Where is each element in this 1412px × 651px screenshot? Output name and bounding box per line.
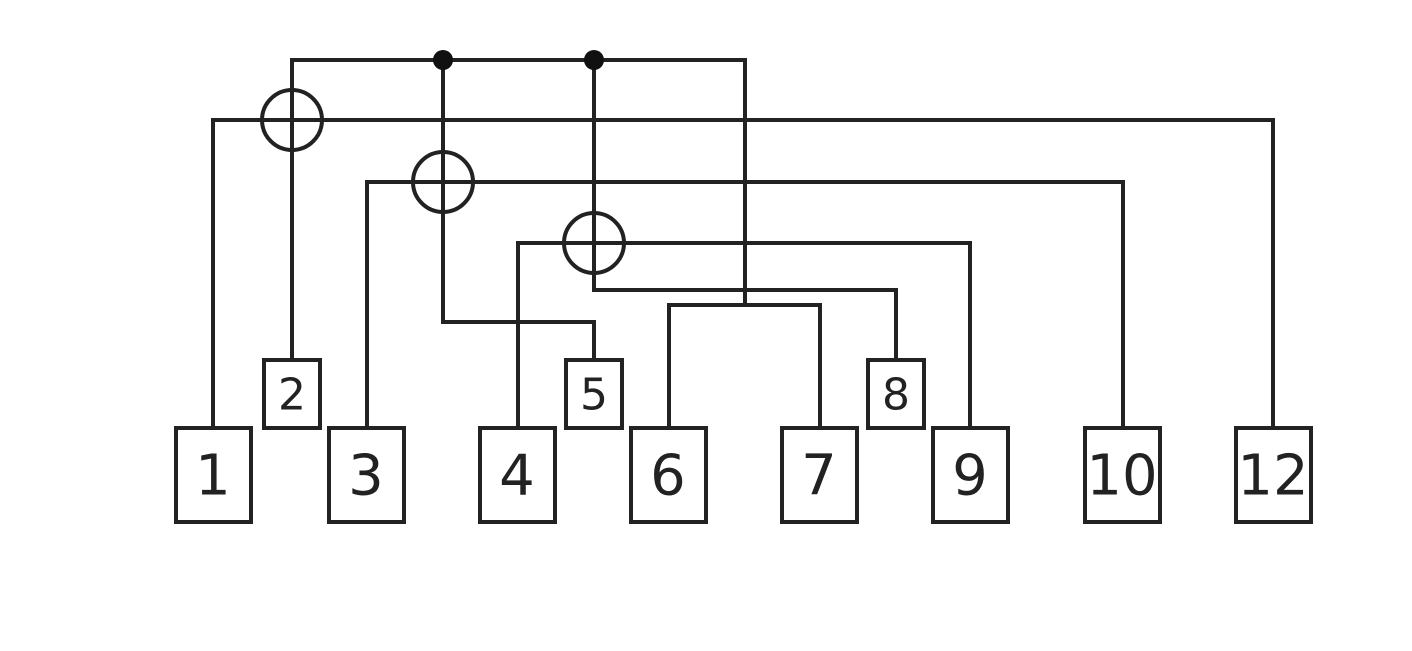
xor-icon	[562, 211, 626, 275]
node-6: 6	[629, 426, 708, 524]
junction-dot-icon	[433, 50, 453, 70]
node-3: 3	[327, 426, 406, 524]
node-label: 3	[348, 444, 384, 509]
node-label: 5	[580, 370, 608, 421]
node-label: 12	[1237, 444, 1308, 509]
node-label: 7	[801, 444, 837, 509]
node-label: 10	[1086, 444, 1157, 509]
node-label: 2	[278, 370, 306, 421]
xor-icon	[260, 88, 324, 152]
junction-dot-icon	[584, 50, 604, 70]
node-12: 12	[1234, 426, 1313, 524]
node-1: 1	[174, 426, 253, 524]
node-2: 2	[262, 358, 322, 430]
node-label: 9	[952, 444, 988, 509]
wire-node-1-to-12	[211, 118, 1275, 428]
wire-node-4-to-9	[516, 241, 972, 428]
wire-to-node-8	[592, 60, 898, 360]
node-label: 4	[499, 444, 535, 509]
node-7: 7	[780, 426, 859, 524]
wire-to-nodes-6-7	[667, 303, 822, 428]
node-label: 1	[195, 444, 231, 509]
xor-icon	[411, 150, 475, 214]
node-9: 9	[931, 426, 1010, 524]
node-5: 5	[564, 358, 624, 430]
wire-node-3-to-10	[365, 180, 1125, 428]
node-10: 10	[1083, 426, 1162, 524]
node-4: 4	[478, 426, 557, 524]
node-label: 8	[882, 370, 910, 421]
node-label: 6	[650, 444, 686, 509]
node-8: 8	[866, 358, 926, 430]
